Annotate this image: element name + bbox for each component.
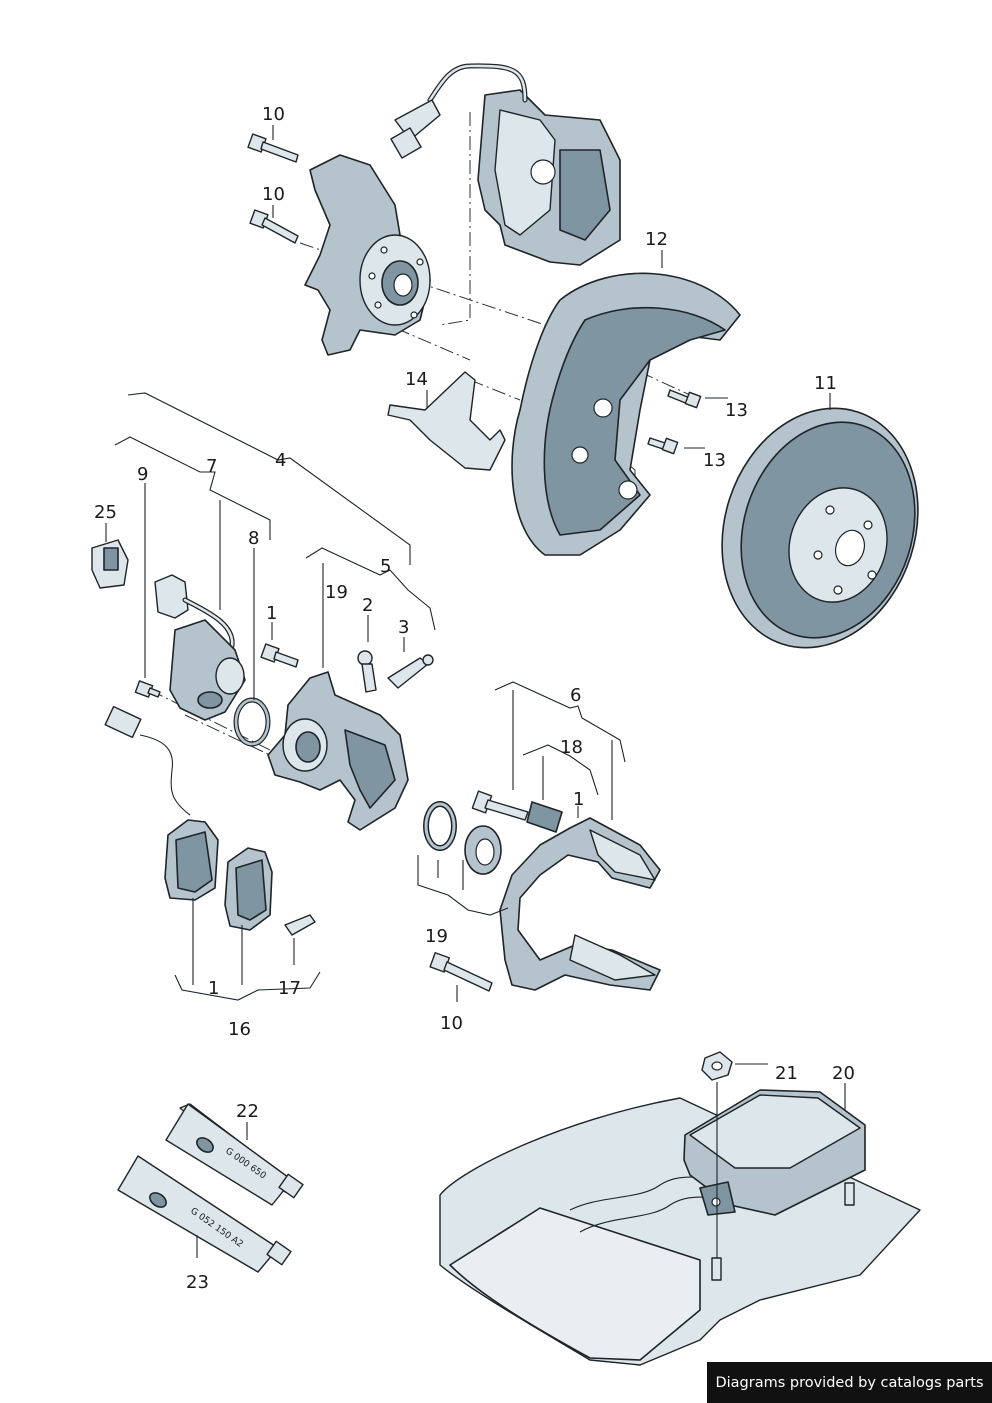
bleed-screw-3 — [387, 654, 434, 689]
brake-disc-11 — [721, 407, 919, 649]
o-ring-8 — [233, 697, 271, 747]
dust-shield-12 — [511, 272, 741, 556]
callout-19-bracket: 19 — [425, 926, 448, 947]
callout-3: 3 — [398, 617, 409, 638]
nut-21 — [701, 1051, 733, 1081]
callout-16: 16 — [228, 1019, 251, 1040]
callout-13-upper: 13 — [725, 400, 748, 421]
callout-5: 5 — [380, 556, 391, 577]
callout-1-bolt: 1 — [266, 603, 277, 624]
callout-21: 21 — [775, 1063, 798, 1084]
callout-18: 18 — [560, 737, 583, 758]
bleed-valve-2 — [357, 650, 377, 693]
callout-25: 25 — [94, 502, 117, 523]
callout-22: 22 — [236, 1101, 259, 1122]
wear-sensor-wire — [104, 705, 191, 816]
brake-pad-left — [164, 819, 219, 901]
wheel-knuckle — [304, 154, 431, 356]
caliper-housing-5 — [267, 671, 409, 831]
bolt-10-upper — [247, 133, 299, 163]
callout-13-lower: 13 — [703, 450, 726, 471]
callout-17: 17 — [278, 978, 301, 999]
grease-tube-22: G 000 650 — [165, 1103, 304, 1206]
callout-6: 6 — [570, 685, 581, 706]
screw-13-lower — [647, 437, 679, 455]
callout-11: 11 — [814, 373, 837, 394]
callout-19-caliper: 19 — [325, 582, 348, 603]
screw-9 — [134, 680, 161, 698]
bolt-10-lower — [429, 952, 493, 992]
carrier-bracket-6 — [499, 817, 661, 991]
callout-2: 2 — [362, 595, 373, 616]
guide-pin-18 — [471, 790, 563, 833]
callout-8: 8 — [248, 528, 259, 549]
callout-20: 20 — [832, 1063, 855, 1084]
guide-bolt-1 — [260, 643, 299, 668]
leader-lines — [105, 125, 846, 1258]
callout-12: 12 — [645, 229, 668, 250]
spring-clip-17 — [284, 914, 316, 936]
connector-25 — [91, 539, 129, 589]
callout-labels: 10 10 12 14 13 13 11 4 9 7 25 8 5 19 2 3… — [94, 104, 855, 1293]
callout-10-upper: 10 — [262, 104, 285, 125]
callout-4: 4 — [275, 450, 286, 471]
callout-9: 9 — [137, 464, 148, 485]
seal-rings-19 — [423, 801, 502, 875]
callout-7: 7 — [206, 456, 217, 477]
bracket-14 — [387, 371, 506, 471]
credit-banner: Diagrams provided by catalogs parts — [707, 1362, 992, 1403]
brake-pad-right — [224, 847, 273, 931]
callout-10-middle: 10 — [262, 184, 285, 205]
callout-14: 14 — [405, 369, 428, 390]
callout-1-pad: 1 — [208, 978, 219, 999]
screw-13-upper — [667, 389, 702, 409]
bolt-10-middle — [249, 209, 299, 244]
brake-caliper-top — [390, 63, 621, 266]
callout-1-pin: 1 — [573, 789, 584, 810]
parking-brake-motor-7 — [154, 574, 246, 721]
callout-10-lower: 10 — [440, 1013, 463, 1034]
callout-23: 23 — [186, 1272, 209, 1293]
control-unit-20 — [683, 1089, 866, 1216]
